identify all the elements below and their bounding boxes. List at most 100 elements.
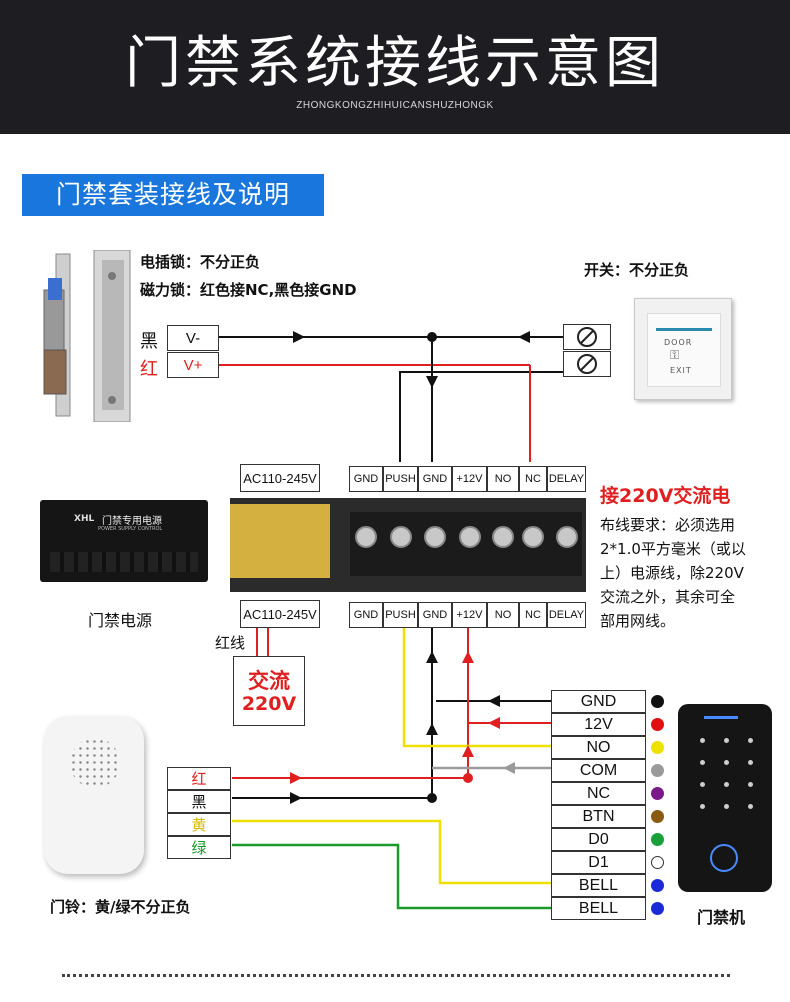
- access-keypad-image: [678, 704, 772, 892]
- ac220-note-line: 布线要求：必须选用: [600, 516, 736, 534]
- electric-lock-image: [43, 250, 131, 422]
- keypad-key: [748, 782, 753, 787]
- wire-no: [402, 628, 551, 748]
- section-title: 门禁套装接线及说明: [22, 174, 324, 216]
- terminal-delay: DELAY: [547, 466, 586, 492]
- controller-pin-bell: BELL: [551, 897, 646, 920]
- doorbell-wire-label: 黑: [167, 790, 231, 813]
- bottom-divider: [62, 974, 730, 977]
- screw-icon: [577, 327, 597, 347]
- terminal-nc: NC: [519, 466, 547, 492]
- terminal-plus12v: +12V: [452, 466, 487, 492]
- exit-plate-bottom: EXIT: [670, 366, 692, 375]
- board-screw-icon: [355, 526, 377, 548]
- lock-terminal-neg: V-: [167, 325, 219, 351]
- doorbell-wire-label: 红: [167, 767, 231, 790]
- red-wire-label: 红线: [215, 634, 246, 652]
- pin-color-dot: [651, 695, 664, 708]
- ac-label-bottom: AC110-245V: [240, 600, 320, 628]
- controller-pin-com: COM: [551, 759, 646, 782]
- power-supply-image: XHL 门禁专用电源 POWER SUPPLY CONTROL: [40, 500, 208, 582]
- terminal-no: NO: [487, 602, 519, 628]
- terminal-gnd: GND: [418, 602, 452, 628]
- pin-color-dot: [651, 902, 664, 915]
- power-board-photo: [230, 498, 586, 592]
- pin-color-dot: [651, 787, 664, 800]
- keypad-key: [724, 782, 729, 787]
- key-icon: ⚿: [670, 348, 680, 362]
- pin-color-dot: [651, 741, 664, 754]
- pin-color-dot: [651, 879, 664, 892]
- terminal-gnd: GND: [349, 466, 383, 492]
- power-device-sub: POWER SUPPLY CONTROL: [98, 526, 163, 532]
- pin-color-dot: [651, 718, 664, 731]
- lock-wire-red-label: 红: [140, 359, 158, 380]
- lock-note-1: 电插锁：不分正负: [140, 253, 261, 271]
- controller-pin-nc: NC: [551, 782, 646, 805]
- power-supply-caption: 门禁电源: [88, 611, 153, 630]
- board-screw-icon: [458, 526, 481, 548]
- lock-note-2: 磁力锁：红色接NC,黑色接GND: [140, 281, 357, 299]
- pin-color-dot: [651, 856, 664, 869]
- ac220-title: 接220V交流电: [600, 485, 731, 507]
- doorbell-wire-label: 绿: [167, 836, 231, 859]
- keypad-key: [724, 804, 729, 809]
- board-screw-icon: [492, 526, 514, 548]
- wire-bell-green: [232, 843, 551, 910]
- doorbell-caption: 门铃：黄/绿不分正负: [50, 898, 191, 916]
- ac-box-line-1: 交流: [248, 669, 290, 693]
- keypad-key: [700, 738, 705, 743]
- controller-pin-d1: D1: [551, 851, 646, 874]
- terminal-push: PUSH: [383, 602, 418, 628]
- keypad-key: [700, 804, 705, 809]
- keypad-key: [700, 782, 705, 787]
- power-device-brand: XHL: [74, 514, 95, 524]
- controller-pin-12v: 12V: [551, 713, 646, 736]
- exit-plate-top: DOOR: [664, 338, 693, 347]
- keypad-key: [748, 738, 753, 743]
- terminal-push: PUSH: [383, 466, 418, 492]
- keypad-key: [724, 738, 729, 743]
- controller-pin-d0: D0: [551, 828, 646, 851]
- access-controller-caption: 门禁机: [697, 908, 746, 927]
- ac220-note-line: 部用网线。: [600, 612, 676, 630]
- terminal-gnd: GND: [349, 602, 383, 628]
- pin-color-dot: [651, 764, 664, 777]
- exit-button-image: DOOR ⚿ EXIT: [634, 298, 732, 400]
- controller-pin-bell: BELL: [551, 874, 646, 897]
- ac-label-top: AC110-245V: [240, 464, 320, 492]
- exit-switch-screw-1: [563, 324, 611, 350]
- controller-pin-btn: BTN: [551, 805, 646, 828]
- board-screw-icon: [522, 526, 544, 548]
- lock-wire-black-label: 黑: [140, 331, 158, 352]
- ac-220-box: 交流 220V: [233, 656, 305, 726]
- terminal-no: NO: [487, 466, 519, 492]
- lock-terminal-pos: V+: [167, 352, 219, 378]
- keypad-key: [724, 760, 729, 765]
- doorbell-image: [44, 716, 144, 874]
- page-subtitle: ZHONGKONGZHIHUICANSHUZHONGK: [296, 100, 494, 111]
- ac220-note-line: 上）电源线，除220V: [600, 564, 744, 582]
- keypad-key: [748, 804, 753, 809]
- wire-exit-push: [399, 371, 575, 462]
- controller-pin-no: NO: [551, 736, 646, 759]
- exit-switch-screw-2: [563, 351, 611, 377]
- board-screw-icon: [555, 526, 578, 548]
- keypad-key: [700, 760, 705, 765]
- ac220-note-line: 2*1.0平方毫米（或以: [600, 540, 746, 558]
- keypad-key: [748, 760, 753, 765]
- header-banner: 门禁系统接线示意图 ZHONGKONGZHIHUICANSHUZHONGK: [0, 0, 790, 134]
- power-device-title: 门禁专用电源: [102, 516, 162, 527]
- board-screw-icon: [424, 526, 446, 548]
- terminal-delay: DELAY: [547, 602, 586, 628]
- terminal-gnd: GND: [418, 466, 452, 492]
- pin-color-dot: [651, 833, 664, 846]
- exit-switch-note: 开关：不分正负: [584, 261, 690, 279]
- page-title: 门禁系统接线示意图: [125, 31, 665, 96]
- screw-icon: [577, 354, 597, 374]
- terminal-plus12v: +12V: [452, 602, 487, 628]
- wire-bell-yellow: [232, 819, 551, 885]
- doorbell-wire-label: 黄: [167, 813, 231, 836]
- board-screw-icon: [389, 526, 412, 548]
